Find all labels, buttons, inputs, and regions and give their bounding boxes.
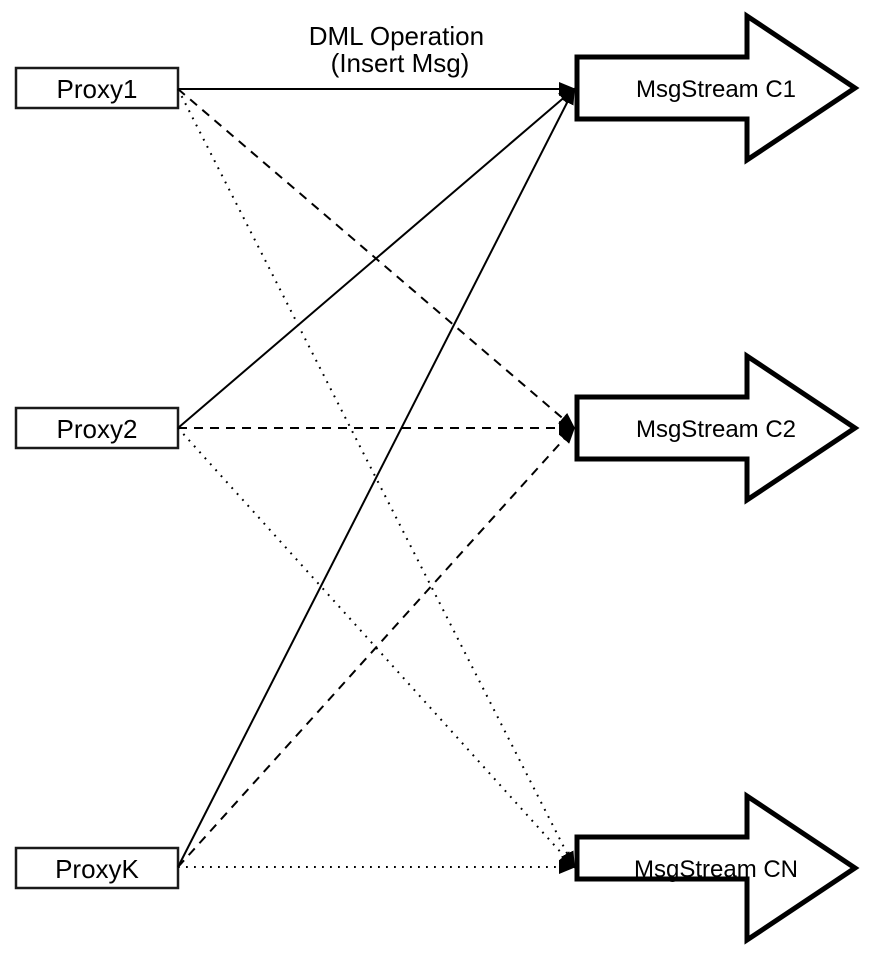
node-msgstream-c1: MsgStream C1: [574, 11, 860, 165]
diagram-title: DML Operation (Insert Msg): [309, 21, 492, 78]
msgstream-c2-label: MsgStream C2: [636, 416, 796, 443]
proxyk-label: ProxyK: [55, 854, 139, 884]
diagram-title-line2: (Insert Msg): [331, 48, 470, 78]
proxy1-box: [14, 66, 180, 110]
block-arrow-shape-c2: [574, 351, 860, 505]
proxy1-label: Proxy1: [57, 74, 138, 104]
proxy2-label: Proxy2: [57, 414, 138, 444]
block-arrow-shape-c1: [574, 11, 860, 165]
edge-proxy1-cn: [177, 88, 575, 869]
diagram-title-line1: DML Operation: [309, 21, 484, 51]
node-msgstream-cn: MsgStream CN: [574, 791, 860, 945]
edges-layer: [177, 82, 576, 874]
edge-proxyk-c2: [177, 426, 576, 868]
msgstream-c1-label: MsgStream C1: [636, 76, 796, 103]
node-proxyk: ProxyK: [14, 846, 180, 890]
node-proxy1: Proxy1: [14, 66, 180, 110]
block-arrow-shape-cn: [574, 791, 860, 945]
msgstream-cn-label: MsgStream CN: [634, 856, 798, 883]
edge-proxy2-c1: [177, 87, 576, 429]
node-proxy2: Proxy2: [14, 406, 180, 450]
node-msgstream-c2: MsgStream C2: [574, 351, 860, 505]
edge-proxyk-c1: [177, 87, 575, 868]
